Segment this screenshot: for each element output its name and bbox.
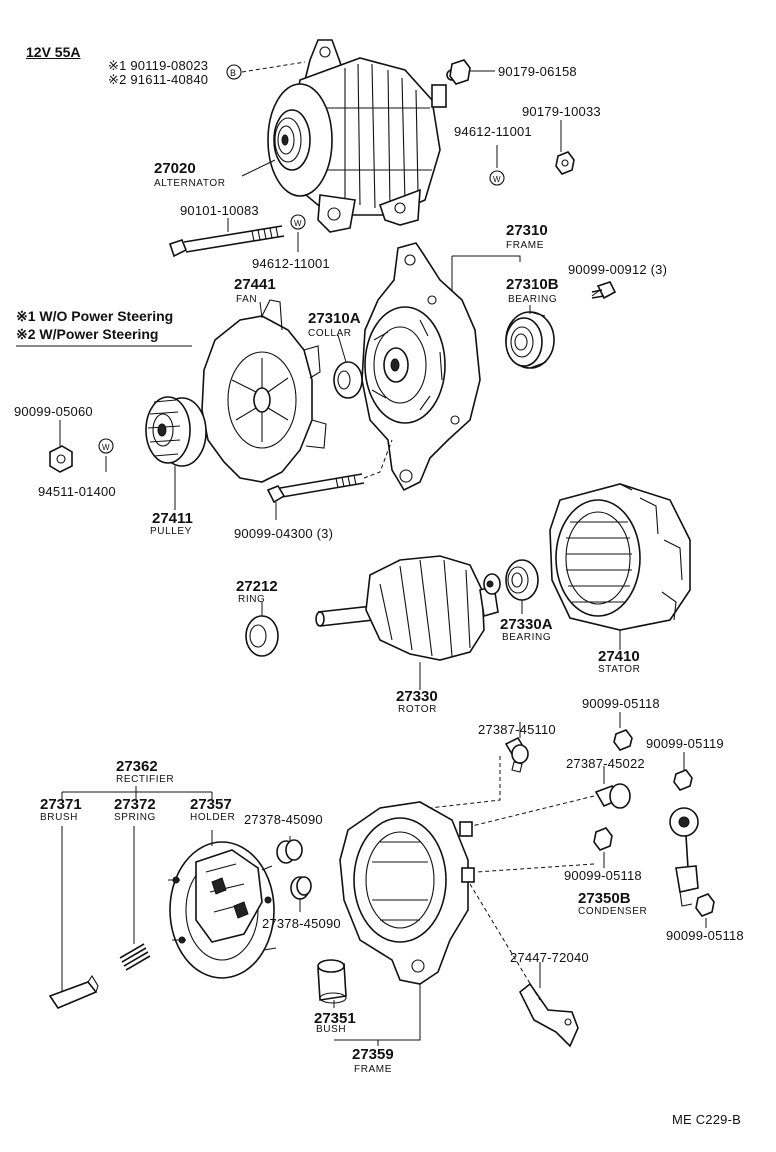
leader-lines-mid-upper [59,255,601,520]
nut-05118-a-illustration [613,729,633,751]
part-number-label[interactable]: 27410 [598,648,640,665]
terminal-bolt-b-illustration [594,783,631,809]
front-frame-illustration [361,242,481,492]
rear-bearing-illustration [505,559,539,601]
part-name-label: SPRING [114,812,156,823]
part-name-label: FRAME [506,240,544,251]
part-name-label: FRAME [354,1064,392,1075]
insulator-bushings-illustration [276,839,312,900]
part-number-label[interactable]: 90099-05060 [14,404,93,419]
nut-05118-c-illustration [695,893,715,917]
note-2-mark: ※2 [16,326,36,342]
part-number-label[interactable]: 27212 [236,578,278,595]
spec-header: 12V 55A [26,44,81,60]
brush-illustration [48,974,99,1009]
part-number-label[interactable]: 90099-00912 (3) [568,262,668,277]
part-number-label[interactable]: ※1 90119-08023 [108,58,209,73]
part-name-label: RING [238,594,266,605]
part-number-label[interactable]: 90179-10033 [522,104,601,119]
leader-lines-rotor [261,600,621,690]
pulley-nut-illustration: W [49,438,114,473]
part-name-label: ALTERNATOR [154,178,226,189]
collar-illustration [333,361,363,399]
fan-illustration [201,299,327,483]
svg-text:B: B [230,68,236,78]
terminal-bolt-a-illustration [504,736,529,773]
spring-illustration [119,943,151,971]
svg-text:W: W [493,175,501,184]
part-name-label: BUSH [316,1024,347,1035]
part-number-label[interactable]: 27387-45022 [566,756,645,771]
top-fasteners: B W W [168,59,575,258]
part-number-label[interactable]: 27441 [234,276,276,293]
part-number-label[interactable]: 27330A [500,616,553,633]
part-number-label[interactable]: 27357 [190,796,232,813]
part-number-label[interactable]: 27378-45090 [262,916,341,931]
part-name-label: BEARING [502,632,552,643]
part-number-label[interactable]: 90101-10083 [180,203,259,218]
part-number-label[interactable]: ※2 91611-40840 [108,72,209,87]
part-number-label[interactable]: 27411 [152,510,193,527]
condenser-illustration [669,807,699,907]
part-number-label[interactable]: 27310 [506,222,548,239]
front-bearing-illustration [505,311,555,369]
leader-lines-top [227,61,562,252]
rotor-illustration [315,555,501,661]
through-bolt-illustration [266,439,393,504]
part-number-label[interactable]: 27330 [396,688,438,705]
note-2-text: W/Power Steering [39,326,159,342]
part-number-label[interactable]: 27372 [114,796,156,813]
part-name-label: RECTIFIER [116,774,175,785]
part-number-label[interactable]: 27020 [154,160,196,177]
note-1-mark: ※1 [16,308,36,324]
part-number-label[interactable]: 27362 [116,758,158,775]
note-1-text: W/O Power Steering [39,308,174,324]
bearing-screw-illustration [591,281,617,300]
diagram-code: ME C229-B [672,1112,741,1127]
bush-illustration [317,959,347,1004]
nut-05119-illustration [673,769,693,791]
part-number-label[interactable]: 27351 [314,1010,356,1027]
part-name-label: FAN [236,294,258,305]
part-number-label[interactable]: 90099-05119 [646,736,724,751]
part-name-label: STATOR [598,664,641,675]
part-number-label[interactable]: 27371 [40,796,82,813]
part-name-label: BRUSH [40,812,79,823]
part-name-label: HOLDER [190,812,236,823]
part-number-label[interactable]: 27378-45090 [244,812,323,827]
part-number-label[interactable]: 90099-04300 (3) [234,526,334,541]
part-number-label[interactable]: 27387-45110 [478,722,556,737]
svg-text:W: W [294,219,302,228]
part-name-label: CONDENSER [578,906,648,917]
rear-frame-illustration [339,801,475,985]
part-number-label[interactable]: 27350B [578,890,631,907]
part-number-label[interactable]: 90179-06158 [498,64,577,79]
stator-illustration [549,483,691,631]
part-number-label[interactable]: 27310A [308,310,361,327]
note-1: ※1 W/O Power Steering [16,308,173,325]
part-number-label[interactable]: 94612-11001 [252,256,330,271]
leader-lines-rear [61,712,707,1046]
part-number-label[interactable]: 27447-72040 [510,950,589,965]
part-number-label[interactable]: 90099-05118 [564,868,642,883]
rectifier-holder-illustration [168,841,277,979]
part-name-label: PULLEY [150,526,192,537]
part-number-label[interactable]: 27310B [506,276,559,293]
part-name-label: COLLAR [308,328,352,339]
part-name-label: ROTOR [398,704,437,715]
alternator-assembly-illustration [267,39,458,233]
svg-text:W: W [102,443,110,452]
part-number-label[interactable]: 90099-05118 [666,928,744,943]
part-number-label[interactable]: 27359 [352,1046,394,1063]
nut-05118-b-illustration [593,827,613,851]
part-number-label[interactable]: 94511-01400 [38,484,116,499]
note-2: ※2 W/Power Steering [16,326,158,343]
part-name-label: BEARING [508,294,558,305]
part-number-label[interactable]: 90099-05118 [582,696,660,711]
part-number-label[interactable]: 94612-11001 [454,124,532,139]
pulley-illustration [145,396,207,467]
